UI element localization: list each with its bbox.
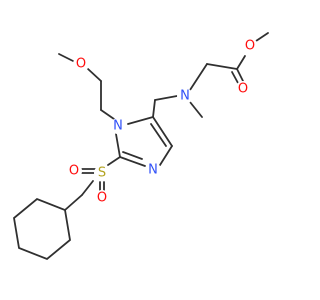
atom-o-ester-single-label: O bbox=[245, 39, 255, 54]
atom-o-methoxy-label: O bbox=[76, 57, 86, 72]
bond-c2-n3-double bbox=[122, 151, 143, 160]
bonds bbox=[13, 32, 269, 261]
bond-c5-ch2 bbox=[152, 99, 156, 118]
atom-o-ester-double-label: O bbox=[238, 82, 248, 97]
atom-n-amine-label: N bbox=[180, 89, 190, 104]
atom-o-ester-single: O bbox=[242, 38, 258, 54]
bond-carbonyl-o-single bbox=[236, 55, 246, 70]
atom-o-ester-double: O bbox=[235, 81, 251, 97]
bond-c4-c5-double bbox=[150, 123, 167, 147]
atom-o-sulfonyl-a: O bbox=[66, 163, 82, 179]
atom-labels: O N N N O O S O bbox=[66, 38, 258, 206]
bond-c2-s bbox=[107, 156, 121, 166]
bond-n-amine-ch2 bbox=[189, 63, 208, 91]
bond-n1-c2 bbox=[115, 133, 121, 158]
bond-o-ester-methyl bbox=[255, 32, 269, 42]
atom-o-sulfonyl-b: O bbox=[94, 190, 110, 206]
bond-s-ch2 bbox=[81, 180, 94, 196]
atom-n-ring-3: N bbox=[145, 162, 161, 178]
bond-n-amine-methyl bbox=[189, 101, 203, 118]
bond-ch2-cyclohexyl bbox=[64, 194, 83, 211]
atom-o-sulfonyl-a-label: O bbox=[69, 164, 79, 179]
bond-carbonyl-o-double-a bbox=[236, 68, 244, 82]
atom-s-sulfonyl-label: S bbox=[98, 166, 106, 181]
cyclohexane-ring bbox=[13, 197, 71, 261]
bond-o-methoxy-ch2 bbox=[87, 68, 102, 82]
atom-o-sulfonyl-b-label: O bbox=[97, 191, 107, 206]
atom-n-amine: N bbox=[177, 88, 193, 104]
bond-ch2-n1 bbox=[100, 109, 115, 120]
atom-n-ring-3-label: N bbox=[148, 163, 158, 178]
bond-ch2-carbonyl bbox=[206, 63, 238, 70]
atom-s-sulfonyl: S bbox=[94, 165, 110, 181]
structure-svg: O N N N O O S O bbox=[13, 32, 269, 261]
bond-carbonyl-o-double-b bbox=[231, 71, 239, 84]
atom-n-ring-1: N bbox=[110, 118, 126, 134]
atom-o-methoxy: O bbox=[73, 56, 89, 72]
molecule-diagram: O N N N O O S O bbox=[13, 32, 269, 261]
bond-c5-n1 bbox=[127, 116, 154, 125]
bond-c2-n3 bbox=[119, 156, 146, 167]
bond-ch2-n-amine bbox=[154, 95, 178, 101]
atom-n-ring-1-label: N bbox=[113, 119, 123, 134]
bond-c4-c5 bbox=[152, 116, 173, 147]
bond-methyl-o-methoxy bbox=[58, 53, 76, 63]
bond-n3-c4 bbox=[159, 145, 173, 166]
